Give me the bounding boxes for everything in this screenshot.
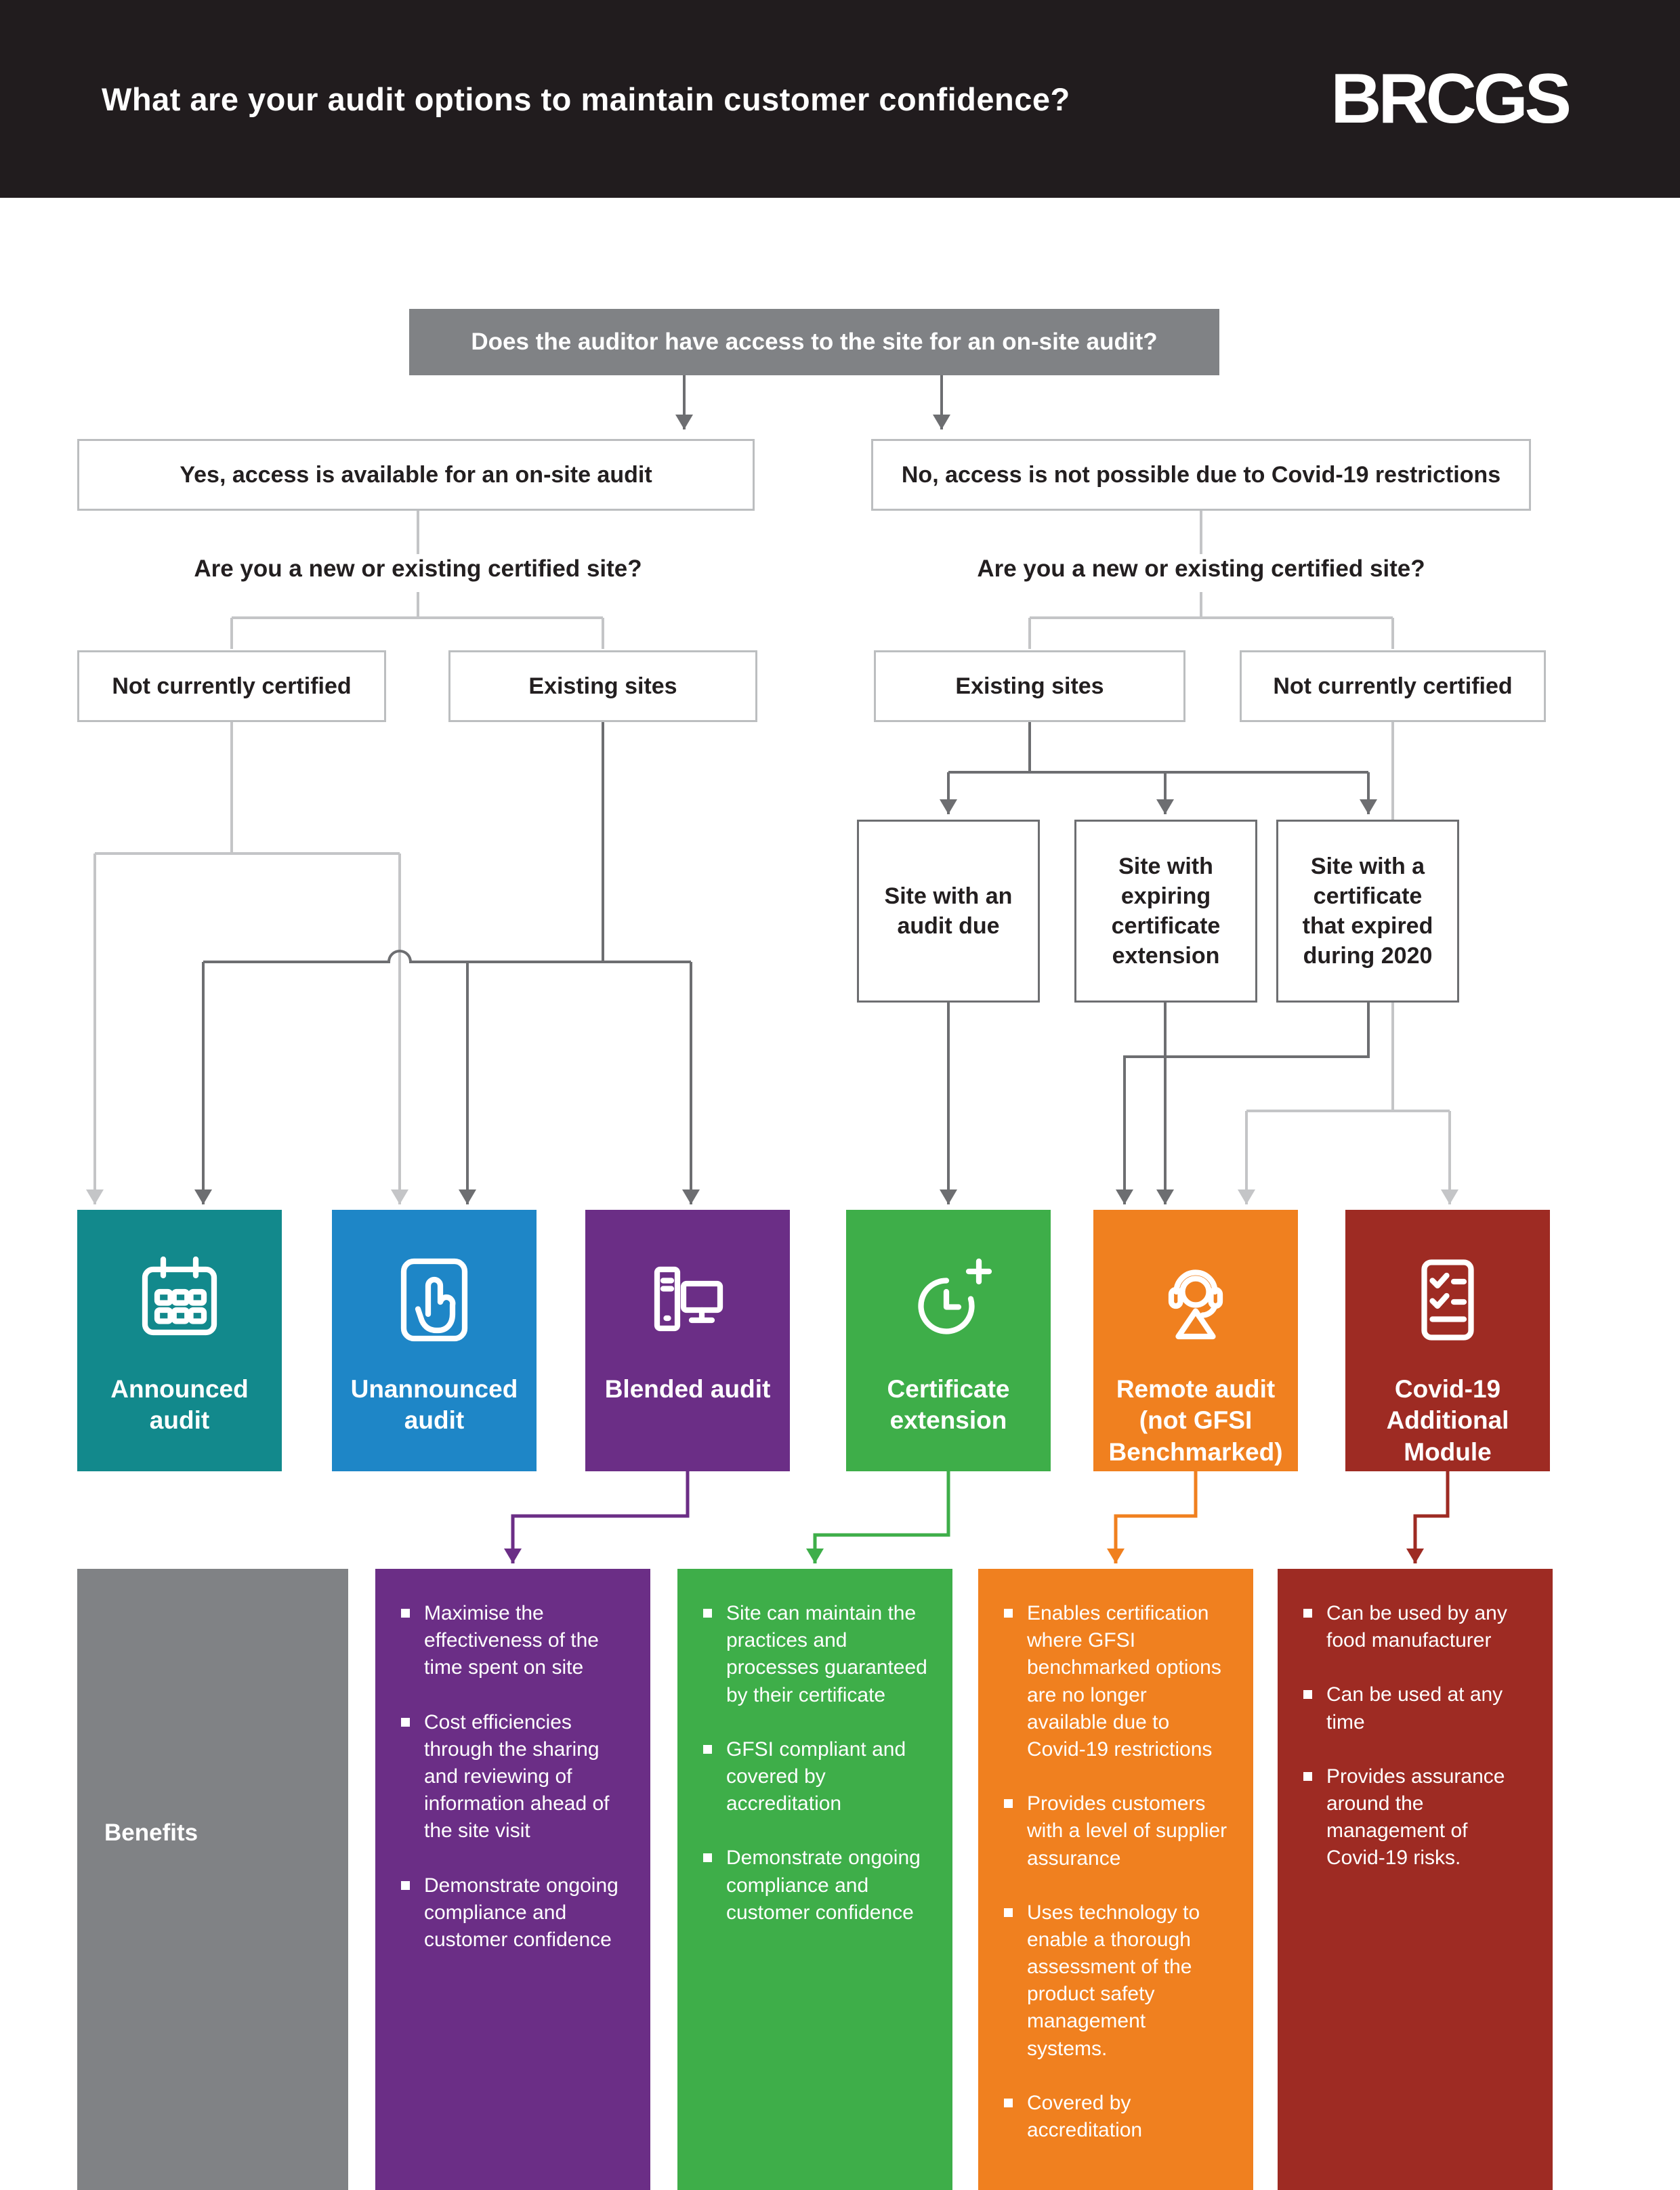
benefit-item: Demonstrate ongoing compliance and custo…	[400, 1872, 626, 1954]
box-not-currently-certified-left: Not currently certified	[77, 650, 386, 722]
benefit-item: GFSI compliant and covered by accreditat…	[702, 1736, 928, 1818]
option-card-remote-audit: Remote audit (not GFSI Benchmarked)	[1093, 1210, 1298, 1471]
benefit-item: Enables certification where GFSI benchma…	[1003, 1600, 1229, 1763]
benefits-row-label: Benefits	[104, 1819, 198, 1846]
not-currently-certified-right-label: Not currently certified	[1273, 673, 1513, 699]
yes-branch-question: Are you a new or existing certified site…	[194, 555, 642, 582]
benefit-item: Uses technology to enable a thorough ass…	[1003, 1899, 1229, 2063]
benefit-item: Demonstrate ongoing compliance and custo…	[702, 1845, 928, 1926]
computer-icon	[637, 1249, 738, 1351]
checklist-icon	[1397, 1249, 1498, 1351]
no-branch-question: Are you a new or existing certified site…	[977, 555, 1425, 582]
headset-person-icon	[1145, 1249, 1246, 1351]
box-existing-sites-left: Existing sites	[448, 650, 757, 722]
benefits-panel-covid-module: Can be used by any food manufacturer Can…	[1278, 1569, 1553, 2190]
tap-hand-icon	[383, 1249, 485, 1351]
box-site-expired-2020: Site with a certificate that expired dur…	[1276, 820, 1459, 1003]
benefit-item: Covered by accreditation	[1003, 2090, 1229, 2144]
option-label: Covid-19 Additional Module	[1386, 1375, 1509, 1466]
benefits-panel-certificate-extension: Site can maintain the practices and proc…	[677, 1569, 952, 2190]
benefits-panel-blended-audit: Maximise the effectiveness of the time s…	[375, 1569, 650, 2190]
clock-plus-icon	[898, 1249, 999, 1351]
no-answer-text: No, access is not possible due to Covid-…	[901, 461, 1501, 488]
option-label: Blended audit	[604, 1375, 771, 1403]
benefits-panel-remote-audit: Enables certification where GFSI benchma…	[978, 1569, 1253, 2190]
box-site-audit-due: Site with an audit due	[857, 820, 1040, 1003]
site-expiring-extension-label: Site with expiring certificate extension	[1111, 853, 1221, 969]
benefit-item: Site can maintain the practices and proc…	[702, 1600, 928, 1709]
option-label: Remote audit (not GFSI Benchmarked)	[1108, 1375, 1283, 1466]
box-not-currently-certified-right: Not currently certified	[1240, 650, 1546, 722]
option-card-covid-module: Covid-19 Additional Module	[1345, 1210, 1550, 1471]
header: What are your audit options to maintain …	[0, 0, 1680, 198]
benefit-item: Cost efficiencies through the sharing an…	[400, 1709, 626, 1845]
benefit-item: Provides customers with a level of suppl…	[1003, 1790, 1229, 1872]
site-audit-due-label: Site with an audit due	[884, 883, 1013, 939]
site-expired-2020-label: Site with a certificate that expired dur…	[1302, 853, 1433, 969]
benefit-item: Maximise the effectiveness of the time s…	[400, 1600, 626, 1682]
option-card-unannounced-audit: Unannounced audit	[332, 1210, 537, 1471]
existing-sites-right-label: Existing sites	[955, 673, 1104, 699]
page-title: What are your audit options to maintain …	[102, 81, 1070, 117]
benefit-item: Provides assurance around the management…	[1302, 1763, 1528, 1872]
box-site-expiring-extension: Site with expiring certificate extension	[1074, 820, 1257, 1003]
existing-sites-left-label: Existing sites	[528, 673, 677, 699]
not-currently-certified-left-label: Not currently certified	[112, 673, 352, 699]
root-question-box: Does the auditor have access to the site…	[409, 309, 1219, 375]
calendar-icon	[129, 1249, 230, 1351]
option-card-blended-audit: Blended audit	[585, 1210, 790, 1471]
root-question-text: Does the auditor have access to the site…	[471, 329, 1158, 355]
box-existing-sites-right: Existing sites	[874, 650, 1185, 722]
no-answer-box: No, access is not possible due to Covid-…	[871, 439, 1531, 511]
option-label: Certificate extension	[887, 1375, 1010, 1435]
option-card-certificate-extension: Certificate extension	[846, 1210, 1051, 1471]
option-label: Announced audit	[110, 1375, 249, 1435]
benefit-item: Can be used by any food manufacturer	[1302, 1600, 1528, 1654]
option-card-announced-audit: Announced audit	[77, 1210, 282, 1471]
option-label: Unannounced audit	[350, 1375, 518, 1435]
benefit-item: Can be used at any time	[1302, 1681, 1528, 1735]
yes-answer-text: Yes, access is available for an on-site …	[180, 461, 652, 488]
yes-answer-box: Yes, access is available for an on-site …	[77, 439, 755, 511]
brcgs-logo: BRCGS	[1330, 59, 1572, 138]
benefits-row-label-panel: Benefits	[77, 1569, 348, 2190]
